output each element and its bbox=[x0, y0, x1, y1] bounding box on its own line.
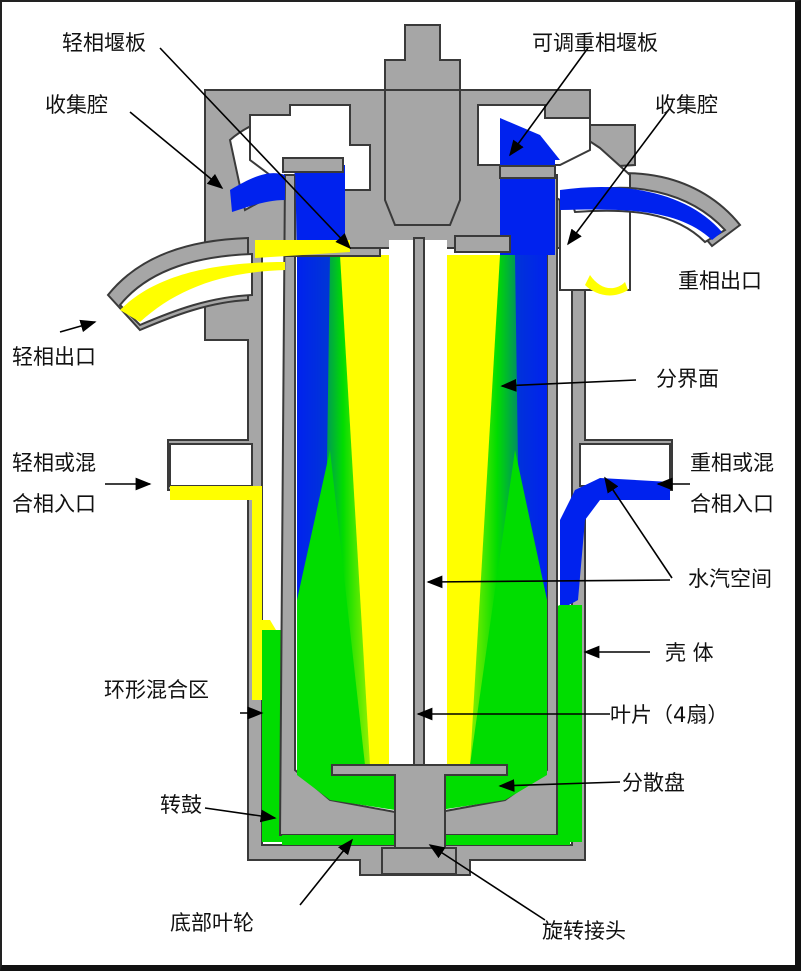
heavy-outlet-yellow bbox=[585, 275, 628, 296]
label-drum: 转鼓 bbox=[160, 793, 202, 817]
label-bottom-impeller: 底部叶轮 bbox=[170, 911, 254, 935]
light-phase-weir-flow bbox=[255, 240, 350, 258]
label-shell: 壳 体 bbox=[665, 641, 714, 665]
label-light-inlet-2: 合相入口 bbox=[12, 492, 96, 516]
light-phase-outlet-flow bbox=[120, 262, 285, 322]
label-light-outlet: 轻相出口 bbox=[12, 345, 96, 369]
shaft-top bbox=[384, 89, 461, 226]
blade-shaft bbox=[413, 237, 425, 769]
label-disperser: 分散盘 bbox=[622, 771, 685, 795]
left-collect-blue bbox=[230, 173, 285, 212]
label-heavy-inlet-2: 合相入口 bbox=[690, 492, 774, 516]
label-annular-zone: 环形混合区 bbox=[104, 678, 209, 702]
label-blades: 叶片（4扇） bbox=[610, 703, 728, 727]
label-light-weir: 轻相堰板 bbox=[62, 31, 146, 55]
label-rotary-joint: 旋转接头 bbox=[542, 919, 626, 943]
label-collect-right: 收集腔 bbox=[655, 93, 718, 117]
rotor-drum bbox=[278, 118, 570, 845]
leader-lines bbox=[59, 47, 690, 921]
label-collect-left: 收集腔 bbox=[45, 93, 108, 117]
label-vapor-space: 水汽空间 bbox=[688, 567, 772, 591]
label-heavy-inlet-1: 重相或混 bbox=[690, 451, 774, 475]
left-annulus-light bbox=[170, 486, 282, 842]
label-light-inlet-1: 轻相或混 bbox=[12, 451, 96, 475]
label-interface: 分界面 bbox=[656, 367, 719, 391]
label-adjustable-heavy-weir: 可调重相堰板 bbox=[532, 31, 658, 55]
label-heavy-outlet: 重相出口 bbox=[678, 269, 762, 293]
right-annulus-heavy bbox=[560, 478, 670, 610]
